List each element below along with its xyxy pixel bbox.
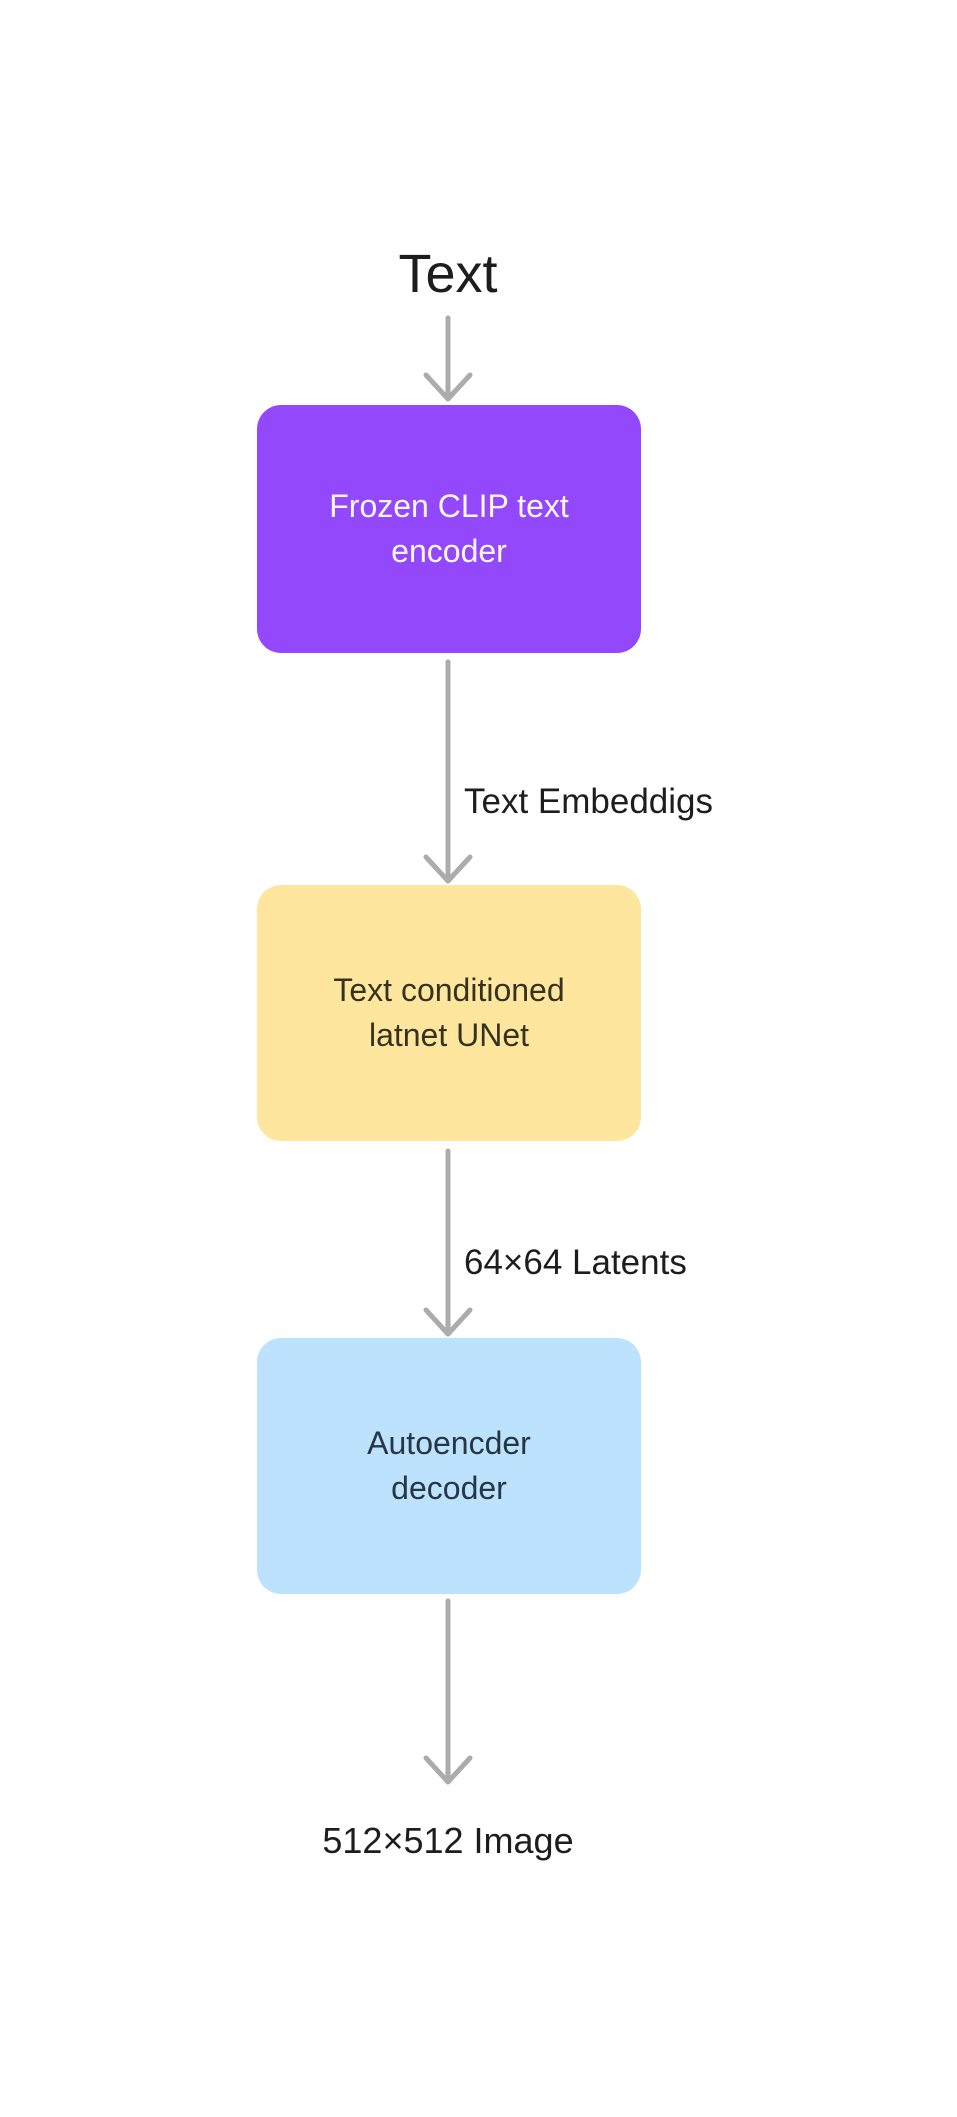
node-label-line2: encoder [391, 533, 507, 569]
arrow-down-icon [423, 1148, 473, 1337]
arrow-down-icon [423, 315, 473, 402]
output-image-label: 512×512 Image [322, 1820, 574, 1861]
node-label-line1: Text conditioned [333, 972, 565, 1008]
arrow-down-icon [423, 1598, 473, 1785]
node-frozen-clip-text-encoder: Frozen CLIP text encoder [257, 405, 641, 653]
node-autoencoder-decoder: Autoencder decoder [257, 1338, 641, 1594]
input-text-label: Text [398, 244, 498, 304]
node-label-line1: Frozen CLIP text [329, 488, 569, 524]
node-label: Frozen CLIP text encoder [329, 484, 569, 574]
node-label: Text conditioned latnet UNet [333, 968, 564, 1058]
node-text-conditioned-latent-unet: Text conditioned latnet UNet [257, 885, 641, 1141]
node-label: Autoencder decoder [367, 1421, 531, 1511]
edge-label-text-embeddings: Text Embeddigs [464, 782, 714, 821]
arrow-down-icon [423, 659, 473, 884]
node-label-line2: latnet UNet [368, 1017, 530, 1053]
node-label-line2: decoder [391, 1470, 507, 1506]
edge-label-64x64-latents: 64×64 Latents [464, 1243, 687, 1282]
node-label-line1: Autoencder [367, 1425, 531, 1461]
